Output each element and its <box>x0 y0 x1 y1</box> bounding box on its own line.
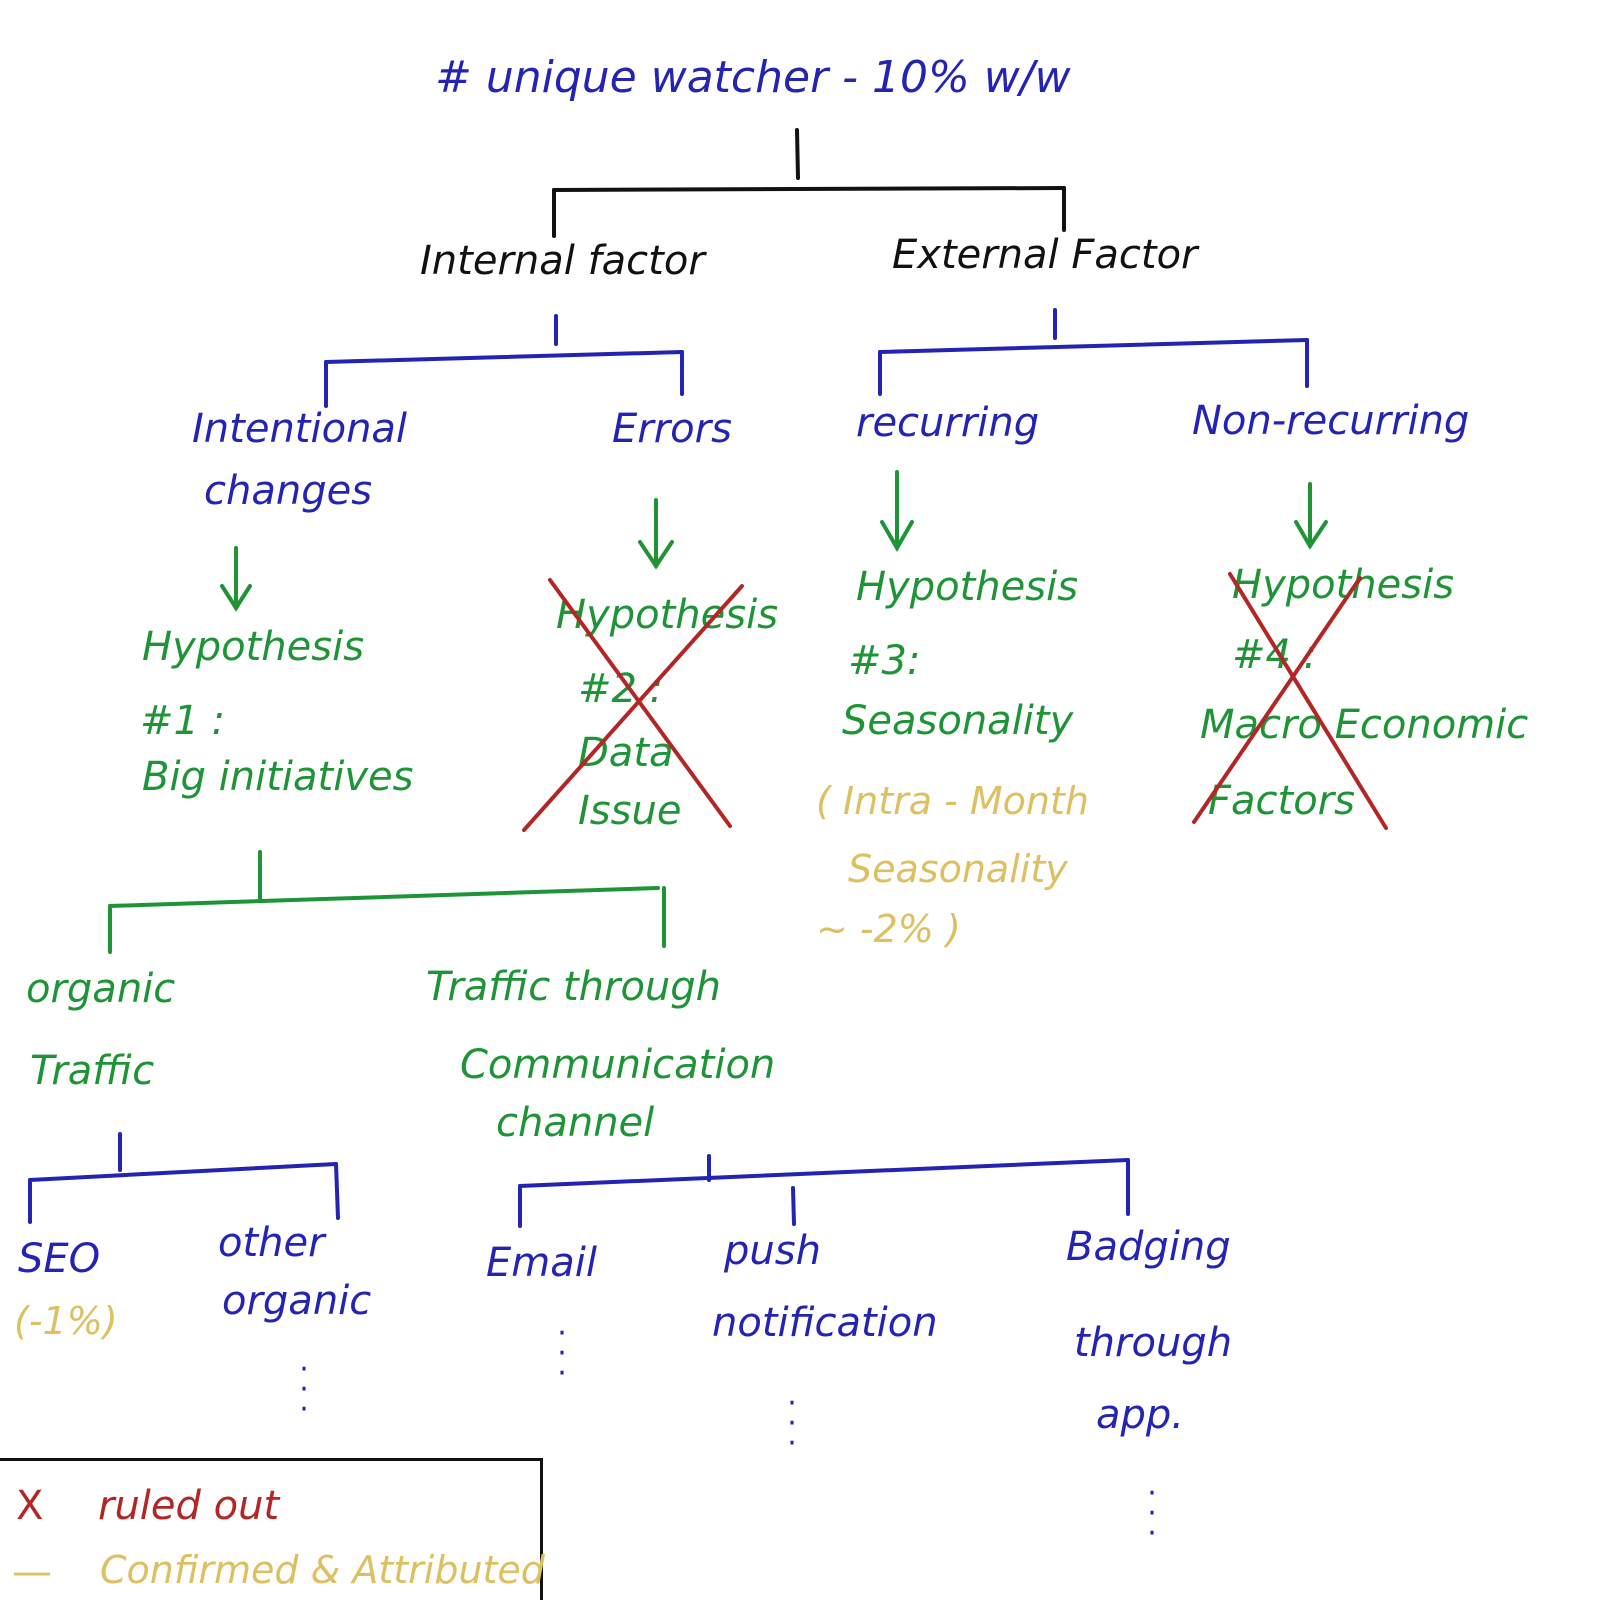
recurring-label: recurring <box>856 400 1040 446</box>
ruled-out-label: ruled out <box>98 1483 280 1529</box>
ellipsis-more-icon: ··· <box>557 1316 567 1391</box>
hypothesis-3-line2: #3: <box>848 638 921 684</box>
non-recurring-label: Non-recurring <box>1192 398 1470 444</box>
connector-internal <box>324 314 684 408</box>
errors-label: Errors <box>612 406 732 452</box>
communication-traffic-line2: Communication <box>460 1042 776 1088</box>
other-organic-line2: organic <box>222 1278 372 1324</box>
email-label: Email <box>486 1240 597 1286</box>
seo-label: SEO <box>18 1236 101 1282</box>
seasonality-note-line1: ( Intra - Month <box>816 779 1089 823</box>
communication-traffic-line3: channel <box>496 1100 655 1146</box>
connector-communication <box>518 1154 1130 1228</box>
connector-root <box>552 128 1066 238</box>
ruled-out-symbol: X <box>16 1483 44 1529</box>
hypothesis-4-line3: Macro Economic <box>1200 702 1529 748</box>
organic-traffic-line2: Traffic <box>30 1048 155 1094</box>
badging-line2: through <box>1074 1320 1233 1366</box>
badging-line3: app. <box>1096 1392 1185 1438</box>
hypothesis-2-line1: Hypothesis <box>556 592 779 638</box>
badging-line1: Badging <box>1066 1224 1231 1270</box>
legend-box: X ruled out — Confirmed & Attributed <box>0 1458 545 1600</box>
ellipsis-more-icon: ··· <box>1147 1476 1157 1551</box>
hypothesis-1-line1: Hypothesis <box>142 624 365 670</box>
seo-impact-note: (-1%) <box>14 1299 118 1343</box>
push-notification-line2: notification <box>712 1300 938 1346</box>
external-factor-label: External Factor <box>892 232 1198 278</box>
connector-organic <box>28 1132 340 1224</box>
connector-external <box>878 308 1309 396</box>
other-organic-line1: other <box>218 1220 325 1266</box>
communication-traffic-line1: Traffic through <box>426 964 722 1010</box>
ruled-out-cross-icon <box>1192 572 1388 830</box>
hypothesis-3-line3: Seasonality <box>842 698 1074 744</box>
seasonality-note-line3: ~ -2% ) <box>816 907 961 951</box>
internal-factor-label: Internal factor <box>420 238 705 284</box>
confirmed-symbol: — <box>12 1549 52 1595</box>
connector-big-initiatives <box>108 850 666 954</box>
hypothesis-4-line2: #4 : <box>1232 632 1318 678</box>
push-notification-line1: push <box>724 1228 821 1274</box>
hypothesis-3-line1: Hypothesis <box>856 564 1079 610</box>
organic-traffic-line1: organic <box>26 966 176 1012</box>
hypothesis-1-line2: #1 : <box>140 698 226 744</box>
hypothesis-1-line3: Big initiatives <box>142 754 414 800</box>
hypothesis-4-line4: Factors <box>1208 778 1355 824</box>
intentional-changes-line2: changes <box>204 468 373 514</box>
root-metric: # unique watcher - 10% w/w <box>435 52 1071 103</box>
ruled-out-cross-icon <box>522 578 744 832</box>
confirmed-label: Confirmed & Attributed <box>100 1548 545 1592</box>
hypothesis-2-line4: Issue <box>578 788 682 834</box>
connector-arrows <box>220 470 1328 612</box>
seasonality-note-line2: Seasonality <box>848 847 1068 891</box>
ellipsis-more-icon: ··· <box>299 1352 309 1427</box>
ellipsis-more-icon: ··· <box>787 1386 797 1461</box>
intentional-changes-line1: Intentional <box>192 406 408 452</box>
